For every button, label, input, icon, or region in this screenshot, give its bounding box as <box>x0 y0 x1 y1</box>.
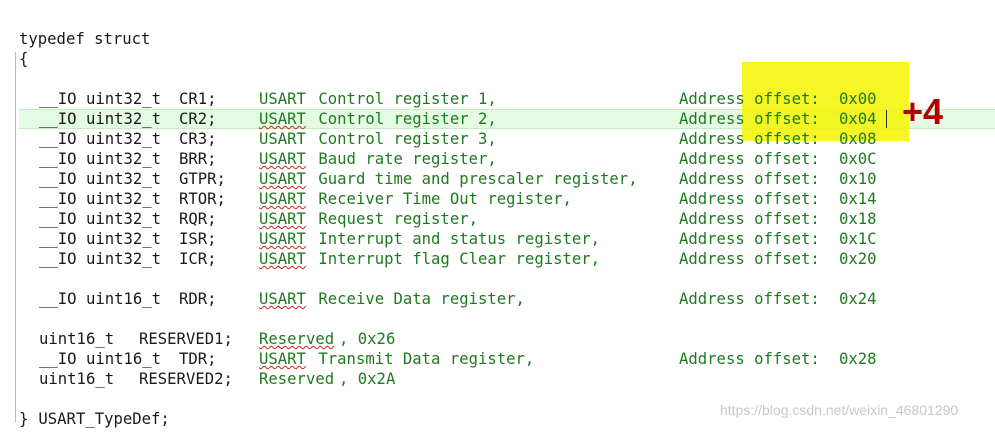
highlight-box <box>742 62 909 141</box>
member-comment: Transmit Data register, <box>309 350 535 368</box>
offset-value: 0x20 <box>839 250 877 268</box>
member-type: __IO uint32_t <box>39 170 162 188</box>
watermark: https://blog.csdn.net/weixin_46801290 <box>720 402 959 418</box>
offset-label: Address offset: <box>679 350 820 368</box>
member-type: __IO uint32_t <box>39 210 162 228</box>
member-type: uint16_t <box>39 330 115 348</box>
member-type: __IO uint32_t <box>39 250 162 268</box>
member-comment-prefix: Reserved <box>259 330 335 348</box>
member-comment-prefix: USART <box>259 210 306 228</box>
member-type: __IO uint32_t <box>39 130 162 148</box>
member-comment: Interrupt flag Clear register, <box>309 250 601 268</box>
offset-value: 0x04 <box>839 110 877 128</box>
close-brace: } <box>19 410 29 428</box>
member-comment-prefix: USART <box>259 170 306 188</box>
offset-value: 0x08 <box>839 130 877 148</box>
member-type: __IO uint32_t <box>39 190 162 208</box>
member-type: __IO uint32_t <box>39 230 162 248</box>
member-name: CR2; <box>179 110 217 128</box>
member-comment: , 0x2A <box>339 370 396 388</box>
member-comment: Control register 1, <box>309 90 497 108</box>
member-comment-prefix: USART <box>259 110 306 128</box>
member-comment-prefix: USART <box>259 90 306 108</box>
fold-gutter-line <box>15 52 16 422</box>
member-name: RDR; <box>179 290 217 308</box>
offset-value: 0x0C <box>839 150 877 168</box>
struct-type-name: USART_TypeDef; <box>29 410 170 428</box>
offset-value: 0x14 <box>839 190 877 208</box>
member-comment: Control register 2, <box>309 110 497 128</box>
offset-value: 0x24 <box>839 290 877 308</box>
member-name: RESERVED2; <box>139 370 233 388</box>
member-name: RTOR; <box>179 190 226 208</box>
member-comment: Receiver Time Out register, <box>309 190 572 208</box>
member-comment: Guard time and prescaler register, <box>309 170 638 188</box>
member-name: TDR; <box>179 350 217 368</box>
offset-label: Address offset: <box>679 170 820 188</box>
text-cursor <box>886 110 887 128</box>
member-comment-prefix: USART <box>259 250 306 268</box>
member-comment: Interrupt and status register, <box>309 230 601 248</box>
member-type: __IO uint32_t <box>39 90 162 108</box>
member-type: __IO uint32_t <box>39 110 162 128</box>
member-comment: Request register, <box>309 210 478 228</box>
member-comment: , 0x26 <box>339 330 396 348</box>
offset-value: 0x28 <box>839 350 877 368</box>
offset-value: 0x1C <box>839 230 877 248</box>
member-name: ISR; <box>179 230 217 248</box>
member-type: __IO uint16_t <box>39 350 162 368</box>
member-comment-prefix: Reserved <box>259 370 335 388</box>
offset-label: Address offset: <box>679 190 820 208</box>
member-name: BRR; <box>179 150 217 168</box>
member-name: CR1; <box>179 90 217 108</box>
offset-label: Address offset: <box>679 210 820 228</box>
member-name: CR3; <box>179 130 217 148</box>
member-type: uint16_t <box>39 370 115 388</box>
member-name: GTPR; <box>179 170 226 188</box>
offset-label: Address offset: <box>679 150 820 168</box>
offset-value: 0x10 <box>839 170 877 188</box>
member-name: ICR; <box>179 250 217 268</box>
member-comment-prefix: USART <box>259 230 306 248</box>
member-comment-prefix: USART <box>259 130 306 148</box>
offset-annotation: +4 <box>902 91 944 132</box>
offset-label: Address offset: <box>679 130 820 148</box>
member-comment: Control register 3, <box>309 130 497 148</box>
member-comment-prefix: USART <box>259 290 306 308</box>
offset-label: Address offset: <box>679 290 820 308</box>
member-name: RQR; <box>179 210 217 228</box>
member-comment: Baud rate register, <box>309 150 497 168</box>
member-comment-prefix: USART <box>259 150 306 168</box>
member-comment: Receive Data register, <box>309 290 525 308</box>
typedef-keyword: typedef struct <box>19 30 151 48</box>
member-type: __IO uint32_t <box>39 150 162 168</box>
member-comment-prefix: USART <box>259 190 306 208</box>
offset-label: Address offset: <box>679 90 820 108</box>
offset-label: Address offset: <box>679 250 820 268</box>
member-comment-prefix: USART <box>259 350 306 368</box>
offset-value: 0x00 <box>839 90 877 108</box>
member-type: __IO uint16_t <box>39 290 162 308</box>
offset-value: 0x18 <box>839 210 877 228</box>
open-brace: { <box>19 50 29 68</box>
offset-label: Address offset: <box>679 230 820 248</box>
member-name: RESERVED1; <box>139 330 233 348</box>
offset-label: Address offset: <box>679 110 820 128</box>
